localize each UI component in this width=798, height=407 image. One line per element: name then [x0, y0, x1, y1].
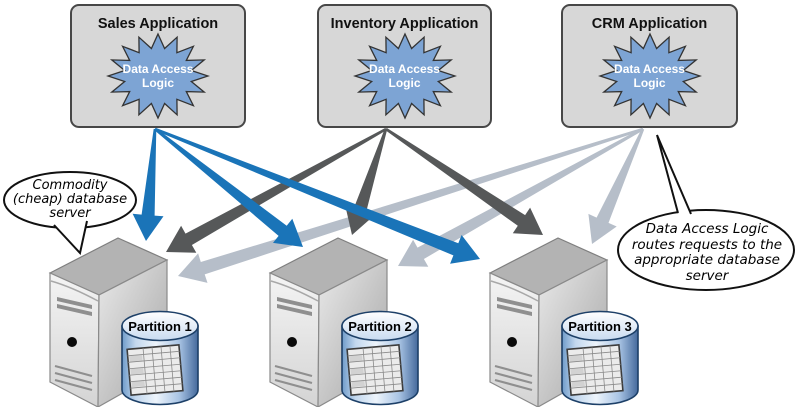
- starburst-label: Data Access Logic: [369, 62, 440, 90]
- partition-label: Partition 3: [568, 319, 632, 334]
- arrow-crm-to-partition-2: [398, 127, 644, 267]
- arrow-sales-to-partition-1: [132, 128, 164, 241]
- server-partition-1: Partition 1: [48, 236, 200, 407]
- callout-left-bubble: [3, 171, 137, 256]
- callout-right-ellipse: [617, 209, 795, 291]
- starburst-icon: [352, 32, 457, 120]
- callout-right-text: Data Access Logic routes requests to the…: [631, 221, 783, 284]
- callout-right-bubble: [617, 134, 795, 291]
- callout-left-text: Commodity (cheap) database server: [12, 178, 128, 221]
- partition-label: Partition 2: [348, 319, 412, 334]
- arrow-inventory-to-partition-3: [385, 127, 543, 235]
- data-access-logic-burst: Data Access Logic: [106, 32, 210, 120]
- app-box-crm: CRM Application Data Access Logic: [561, 4, 738, 128]
- arrow-sales-to-partition-2: [154, 128, 303, 247]
- app-box-sales: Sales Application Data Access Logic: [70, 4, 246, 128]
- server-partition-3: Partition 3: [488, 236, 640, 407]
- starburst-shape: [352, 32, 457, 120]
- arrow-sales-to-partition-3: [154, 127, 480, 264]
- starburst-label: Data Access Logic: [122, 62, 194, 90]
- starburst-label: Data Access Logic: [614, 62, 685, 90]
- server-partition-2: Partition 2: [268, 236, 420, 407]
- starburst-icon: [597, 32, 702, 120]
- data-access-logic-burst: Data Access Logic: [352, 32, 457, 120]
- app-box-inventory: Inventory Application Data Access Logic: [317, 4, 492, 128]
- callout-right-tail: [656, 134, 692, 215]
- starburst-icon: [106, 32, 210, 120]
- starburst-shape: [597, 32, 702, 120]
- partition-label: Partition 1: [128, 319, 192, 334]
- arrow-crm-to-partition-3: [588, 128, 645, 244]
- app-title-sales: Sales Application: [97, 16, 219, 32]
- callout-left-tail: [53, 220, 88, 256]
- arrow-inventory-to-partition-1: [166, 127, 387, 253]
- starburst-shape: [106, 32, 210, 120]
- app-title-inventory: Inventory Application: [330, 16, 479, 32]
- app-title-crm: CRM Application: [591, 16, 708, 32]
- data-access-logic-burst: Data Access Logic: [597, 32, 702, 120]
